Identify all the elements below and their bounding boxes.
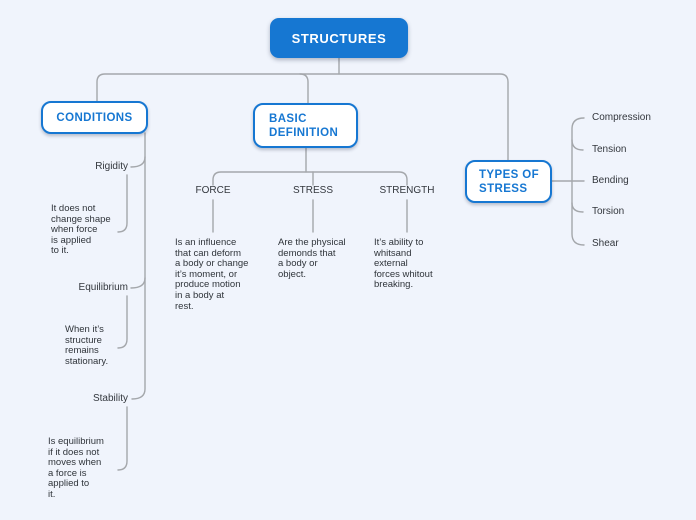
connector-basic-sub-spine	[212, 171, 408, 186]
connector-equilibrium-note	[117, 295, 128, 349]
connector-torsion	[571, 202, 584, 213]
note-strength[interactable]: It’s ability to whitsand external forces…	[374, 237, 433, 291]
note-equilibrium[interactable]: When it’s structure remains stationary.	[65, 324, 109, 367]
node-structures[interactable]: STRUCTURES	[270, 18, 408, 58]
note-rigidity[interactable]: It does not change shape when force is a…	[51, 203, 111, 257]
topic-tension[interactable]: Tension	[592, 144, 627, 155]
note-stress[interactable]: Are the physical demonds that a body or …	[278, 237, 346, 280]
topic-stress[interactable]: STRESS	[292, 185, 333, 196]
connector-rigidity	[130, 156, 146, 168]
topic-rigidity[interactable]: Rigidity	[95, 161, 128, 172]
node-types-of-stress[interactable]: TYPES OF STRESS	[465, 160, 552, 203]
connector-stability-note	[117, 406, 128, 471]
topic-strength[interactable]: STRENGTH	[379, 185, 435, 196]
topic-shear[interactable]: Shear	[592, 238, 619, 249]
connector-basic-branch	[299, 73, 309, 104]
note-force[interactable]: Is an influence that can deform a body o…	[175, 237, 249, 312]
connector-equilibrium	[130, 277, 146, 289]
connector-conditions-spine	[131, 132, 146, 400]
topic-torsion[interactable]: Torsion	[592, 206, 625, 217]
topic-compression[interactable]: Compression	[592, 112, 651, 123]
connector-types-spine	[571, 117, 585, 246]
topic-stability[interactable]: Stability	[92, 393, 128, 404]
connector-rigidity-note	[117, 174, 128, 233]
topic-bending[interactable]: Bending	[592, 175, 629, 186]
node-conditions[interactable]: CONDITIONS	[41, 101, 148, 134]
topic-equilibrium[interactable]: Equilibrium	[78, 282, 128, 293]
node-basic-definition[interactable]: BASIC DEFINITION	[253, 103, 358, 148]
note-stability[interactable]: Is equilibrium if it does not moves when…	[48, 436, 104, 500]
topic-force[interactable]: FORCE	[195, 185, 231, 196]
connector-tension	[571, 139, 584, 151]
